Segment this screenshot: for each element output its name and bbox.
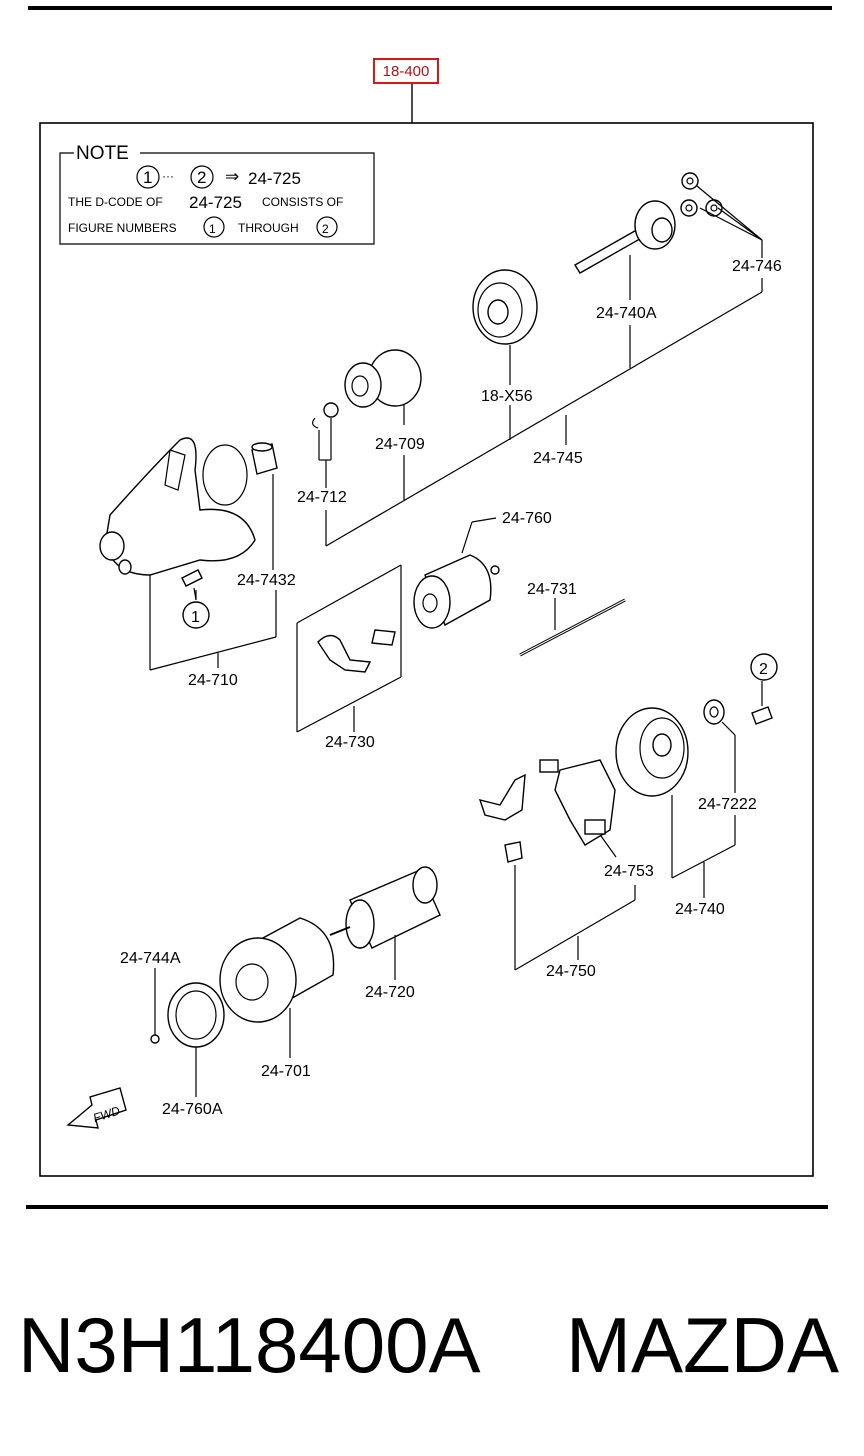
part-label-18-X56: 18-X56 [481, 388, 533, 405]
part-label-24-760A: 24-760A [162, 1101, 223, 1118]
part-label-24-745: 24-745 [533, 450, 583, 467]
part-label-24-744A: 24-744A [120, 950, 181, 967]
housing-bolt [181, 569, 203, 601]
part-label-24-720: 24-720 [365, 984, 415, 1001]
part-label-24-730: 24-730 [325, 734, 375, 751]
snap-ring [312, 402, 339, 429]
note-arrow: ⇒ [225, 167, 239, 186]
marker-circle-1 [182, 601, 210, 629]
yoke [219, 917, 335, 1023]
shift-lever [317, 629, 396, 673]
note-line3-from: 1 [209, 222, 216, 236]
bottom-divider [26, 1205, 828, 1209]
marker-1-text: 1 [191, 609, 200, 626]
part-label-24-750: 24-750 [546, 963, 596, 980]
fwd-arrow-icon: FWD [66, 1087, 127, 1129]
rear-cover [615, 707, 689, 797]
note-circle-2-text: 2 [197, 168, 206, 187]
part-label-24-710: 24-710 [188, 672, 238, 689]
part-label-24-731: 24-731 [527, 581, 577, 598]
note-line3-middle: THROUGH [238, 221, 299, 235]
note-circle-1-text: 1 [143, 168, 152, 187]
note-code-1: 24-725 [248, 169, 301, 188]
note-title: NOTE [76, 143, 129, 164]
note-line2-prefix: THE D-CODE OF [68, 195, 163, 209]
brushes [478, 773, 526, 863]
top-divider [28, 6, 832, 10]
part-label-24-753: 24-753 [604, 863, 654, 880]
pinion-shaft [574, 200, 676, 274]
seal-ring [167, 982, 225, 1048]
note-circle-2 [190, 165, 214, 189]
note-circle-1 [136, 165, 160, 189]
pin [150, 968, 160, 1044]
reference-code-box[interactable]: 18-400 [373, 58, 439, 84]
part-label-24-7222: 24-7222 [698, 796, 757, 813]
drive-pinion [344, 349, 422, 408]
part-label-24-709: 24-709 [375, 436, 425, 453]
rear-bushing [703, 699, 725, 725]
part-label-24-760: 24-760 [502, 510, 552, 527]
rear-screw [751, 706, 773, 725]
marker-2-text: 2 [759, 661, 768, 678]
part-label-24-740: 24-740 [675, 901, 725, 918]
part-number-title: N3H118400A [18, 1301, 481, 1389]
part-label-24-712: 24-712 [297, 489, 347, 506]
exploded-parts-diagram: NOTE 1 ··· 2 ⇒ 24-725 THE D-CODE OF 24-7… [39, 84, 814, 1177]
diagram-frame [39, 122, 814, 1177]
brand-title: MAZDA [566, 1301, 839, 1389]
bushing [251, 442, 278, 475]
note-code-2: 24-725 [189, 193, 242, 212]
note-dots: ··· [162, 169, 174, 183]
note-line3-prefix: FIGURE NUMBERS [68, 221, 177, 235]
part-label-24-746: 24-746 [732, 258, 782, 275]
pulley [472, 269, 538, 345]
leader-lines [149, 185, 763, 1097]
brush-holder [539, 759, 616, 846]
armature [329, 866, 441, 949]
part-label-24-701: 24-701 [261, 1063, 311, 1080]
part-label-24-7432: 24-7432 [237, 572, 296, 589]
note-line2-suffix: CONSISTS OF [262, 195, 343, 209]
solenoid [413, 554, 500, 629]
front-housing [99, 437, 256, 576]
planetary-gears [680, 172, 723, 217]
through-bolt [519, 598, 626, 657]
note-box: NOTE 1 ··· 2 ⇒ 24-725 THE D-CODE OF 24-7… [59, 143, 375, 245]
note-line3-to: 2 [322, 222, 329, 236]
part-label-24-740A: 24-740A [596, 305, 657, 322]
marker-circle-2 [750, 653, 778, 681]
